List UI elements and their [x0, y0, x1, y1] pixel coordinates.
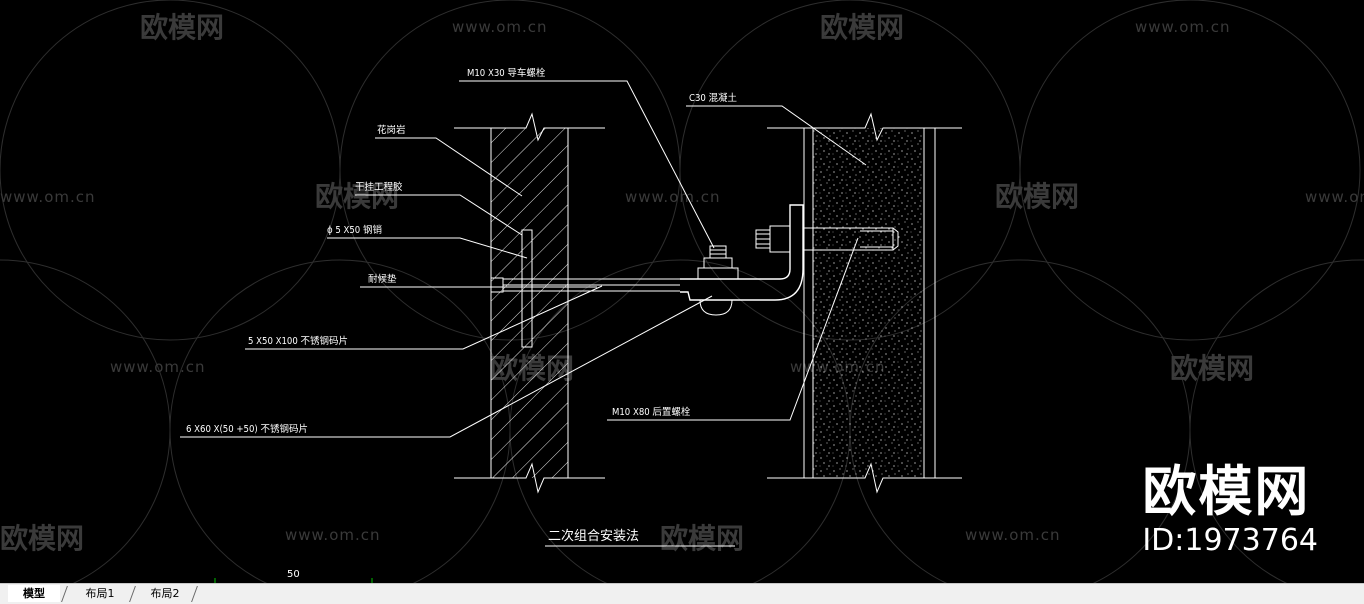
cad-drawing: 欧模网 www.om.cn 欧模网 www.om.cn www.om.cn 欧模…: [0, 0, 1364, 583]
label-anchor: M10 X80 后置螺栓: [612, 406, 691, 418]
label-gasket: 耐候垫: [368, 273, 397, 285]
stone-panel: [454, 112, 605, 494]
watermark-texts: 欧模网 www.om.cn 欧模网 www.om.cn www.om.cn 欧模…: [0, 11, 1364, 555]
label-bolt-top: M10 X30 导车螺栓: [467, 67, 546, 79]
label-pin: ϕ 5 X50 钢销: [327, 224, 382, 236]
label-stone: 花岗岩: [377, 124, 406, 136]
watermark-url: www.om.cn: [1305, 188, 1364, 206]
label-plate1: 5 X50 X100 不锈钢码片: [248, 335, 348, 347]
watermark-url: www.om.cn: [1135, 18, 1231, 36]
leader-lines: [180, 80, 867, 547]
drawing-caption: 二次组合安装法: [548, 528, 639, 544]
watermark-url: www.om.cn: [452, 18, 548, 36]
watermark-url: www.om.cn: [625, 188, 721, 206]
tab-layout2[interactable]: 布局2: [150, 587, 180, 600]
watermark-url: www.om.cn: [965, 526, 1061, 544]
layout-tab-bar: 模型 布局1 布局2: [0, 583, 1364, 604]
scale-text: 50: [287, 569, 300, 580]
steel-plate-in-stone: [521, 229, 533, 348]
annotation-labels: M10 X30 导车螺栓 花岗岩 C30 混凝土 干挂工程胶 ϕ 5 X50 钢…: [186, 67, 738, 544]
watermark-brand: 欧模网: [1170, 352, 1254, 385]
brand-name: 欧模网: [1142, 460, 1311, 523]
watermark-url: www.om.cn: [0, 188, 96, 206]
tab-separator: [129, 586, 136, 602]
watermark-url: www.om.cn: [110, 358, 206, 376]
watermark-brand: 欧模网: [995, 180, 1079, 213]
label-glue: 干挂工程胶: [355, 181, 403, 193]
watermark-brand: 欧模网: [660, 522, 744, 555]
tab-layout1[interactable]: 布局1: [85, 587, 115, 600]
label-plate2: 6 X60 X(50 +50) 不锈钢码片: [186, 423, 308, 435]
connection-assembly: [490, 204, 899, 316]
watermark-url: www.om.cn: [285, 526, 381, 544]
tab-model[interactable]: 模型: [8, 585, 60, 602]
watermark-brand: 欧模网: [0, 522, 84, 555]
cad-model-space[interactable]: 欧模网 www.om.cn 欧模网 www.om.cn www.om.cn 欧模…: [0, 0, 1364, 583]
brand-id: ID:1973764: [1142, 523, 1318, 558]
tab-separator: [61, 586, 68, 602]
label-concrete: C30 混凝土: [689, 92, 738, 104]
watermark-brand: 欧模网: [140, 11, 224, 44]
watermark-brand: 欧模网: [315, 180, 399, 213]
brand-overlay: 欧模网 ID:1973764: [1142, 462, 1318, 560]
watermark-brand: 欧模网: [820, 11, 904, 44]
concrete-wall: [767, 112, 962, 494]
